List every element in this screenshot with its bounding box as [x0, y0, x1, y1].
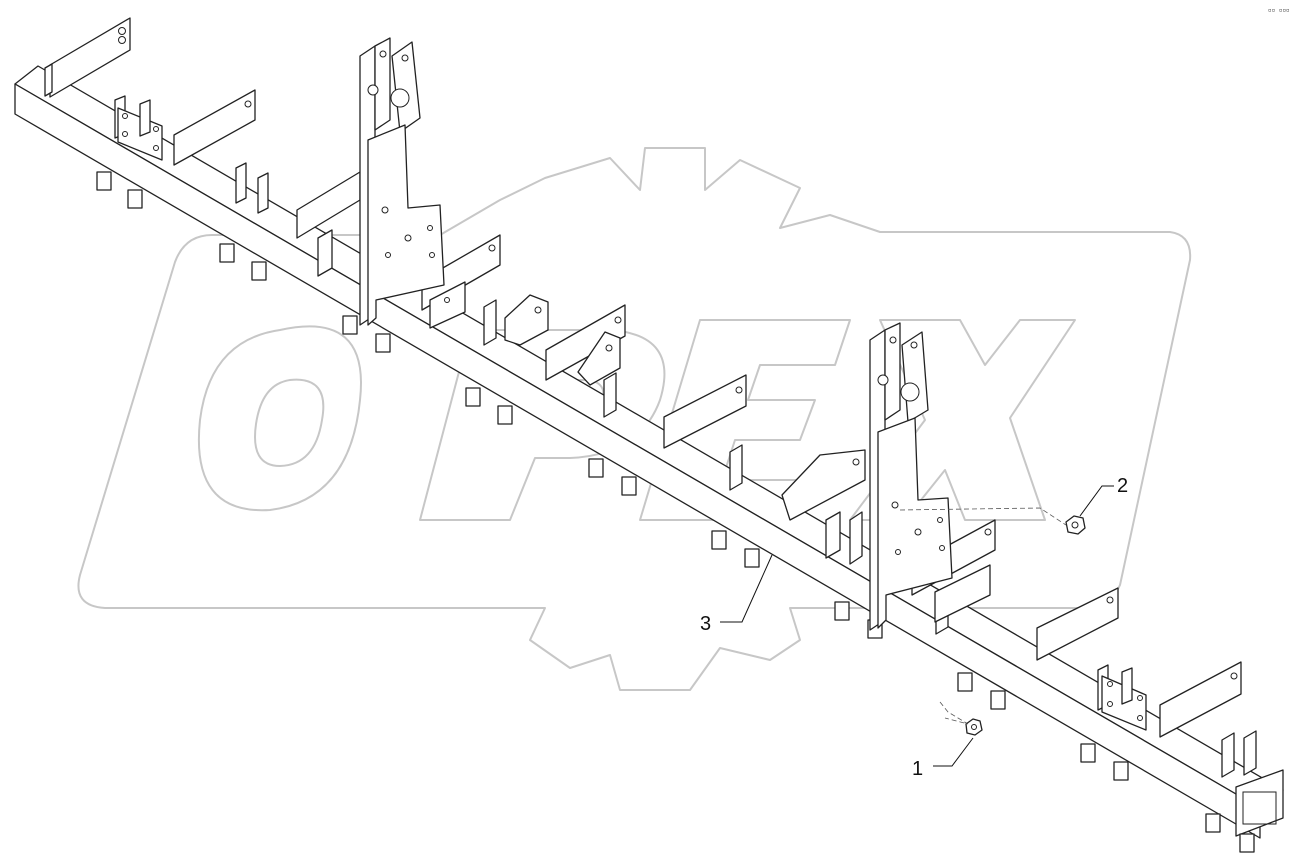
corner-mark: ▫▫ ▫▫▫	[1268, 7, 1290, 14]
left-hitch-tower	[359, 37, 445, 326]
beam-end-face	[1235, 769, 1284, 837]
right-hitch-tower	[869, 322, 953, 631]
beam-end-opening	[1242, 791, 1277, 825]
bottom-tabs	[96, 171, 1255, 853]
nut-part-1	[965, 718, 983, 736]
callout-2-label: 2	[1117, 475, 1128, 497]
watermark-letter-o	[197, 325, 362, 512]
beam-front-face	[14, 83, 1261, 839]
callouts: 1 2 3	[700, 475, 1128, 780]
callout-3-label: 3	[700, 613, 711, 635]
angle-brackets	[173, 89, 1242, 738]
callout-2-leader	[1079, 485, 1114, 517]
left-mounting-plate	[114, 95, 163, 161]
gusset-plates	[421, 234, 996, 623]
nut-part-2	[1065, 515, 1086, 535]
main-beam	[14, 65, 1284, 839]
assembly-lines	[899, 507, 1067, 725]
callout-1-label: 1	[912, 758, 923, 780]
callout-3-leader	[720, 554, 773, 623]
left-end-bracket	[44, 17, 131, 98]
callout-1-leader	[933, 737, 974, 767]
right-mounting-plate	[1097, 664, 1147, 731]
watermark-gear-outline	[77, 147, 1192, 691]
beam-top-face	[14, 65, 1284, 809]
